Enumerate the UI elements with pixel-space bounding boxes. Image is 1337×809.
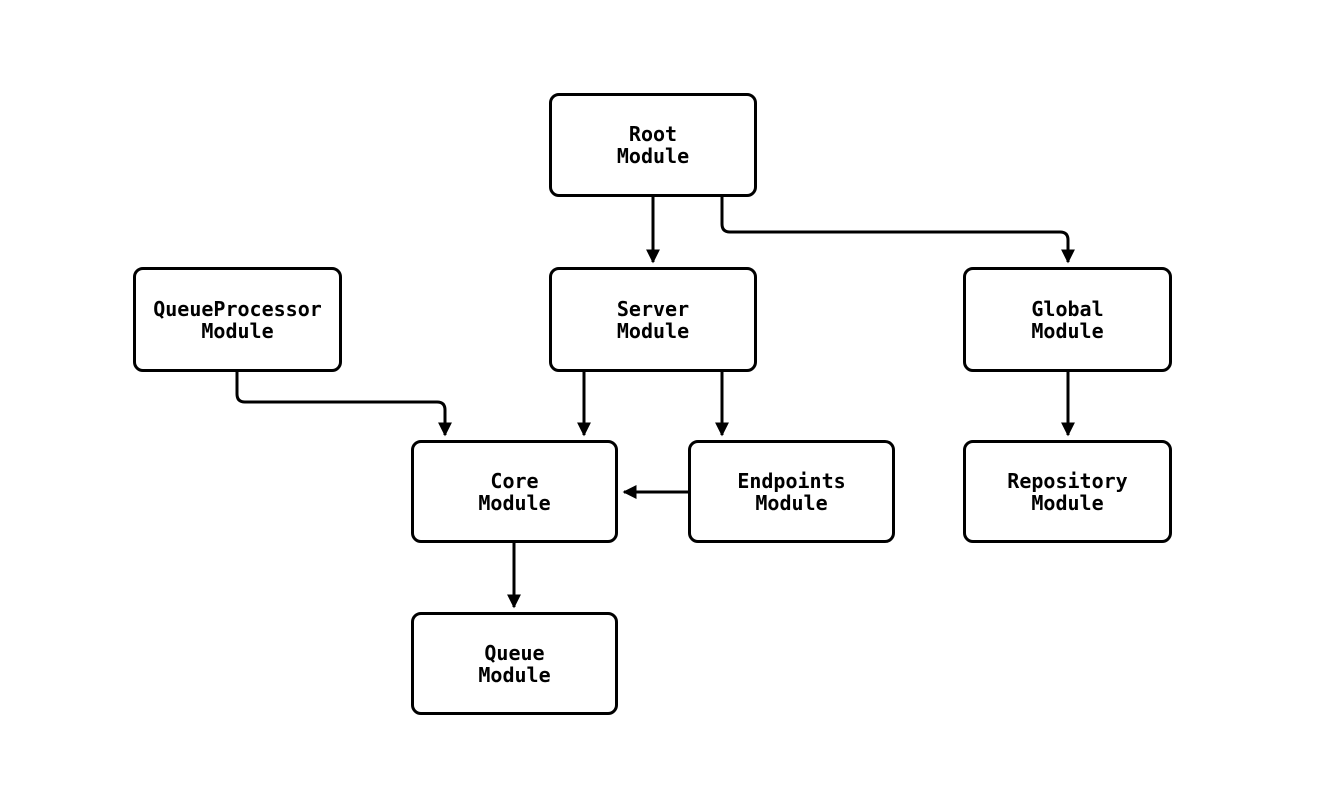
node-label-queueprocessor-module: QueueProcessor Module — [153, 296, 322, 343]
node-label-repository-module: Repository Module — [1007, 468, 1128, 515]
node-server-module: Server Module — [549, 267, 757, 372]
node-endpoints-module: Endpoints Module — [688, 440, 895, 543]
node-queue-module: Queue Module — [411, 612, 618, 715]
edge-group — [235, 197, 1075, 609]
node-core-module: Core Module — [411, 440, 618, 543]
node-label-queue-module: Queue Module — [478, 640, 551, 687]
edge-queueprocessor-module-to-core-module — [235, 372, 452, 437]
node-label-core-module: Core Module — [478, 468, 551, 515]
edge-root-module-to-global-module — [720, 197, 1075, 264]
node-root-module: Root Module — [549, 93, 757, 197]
node-label-server-module: Server Module — [616, 296, 690, 343]
node-label-global-module: Global Module — [1031, 296, 1104, 343]
node-queueprocessor-module: QueueProcessor Module — [133, 267, 342, 372]
node-global-module: Global Module — [963, 267, 1172, 372]
node-label-root-module: Root Module — [616, 122, 690, 168]
node-repository-module: Repository Module — [963, 440, 1172, 543]
node-label-endpoints-module: Endpoints Module — [737, 468, 846, 515]
